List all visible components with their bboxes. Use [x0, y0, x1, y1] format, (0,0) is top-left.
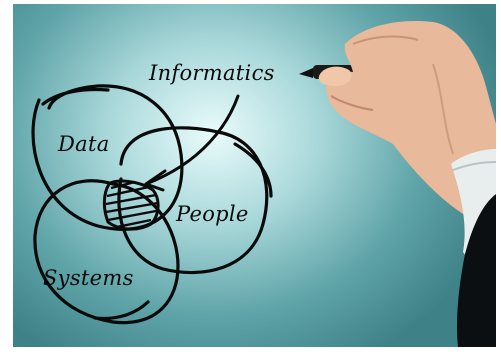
title-label: Informatics	[148, 61, 275, 85]
systems-label: Systems	[43, 266, 134, 290]
suit-sleeve	[456, 194, 496, 347]
data-label: Data	[57, 132, 110, 156]
venn-photo: Informatics Data People Systems	[31, 20, 496, 347]
intersection-hatch	[102, 179, 160, 231]
circle-systems	[33, 179, 180, 325]
circle-people	[117, 126, 273, 275]
arrow	[144, 94, 240, 192]
photo-frame: Informatics Data People Systems	[13, 4, 496, 347]
people-label: People	[175, 202, 249, 226]
venn-diagram	[31, 84, 273, 325]
circle-data	[31, 84, 184, 231]
hand	[318, 20, 496, 235]
